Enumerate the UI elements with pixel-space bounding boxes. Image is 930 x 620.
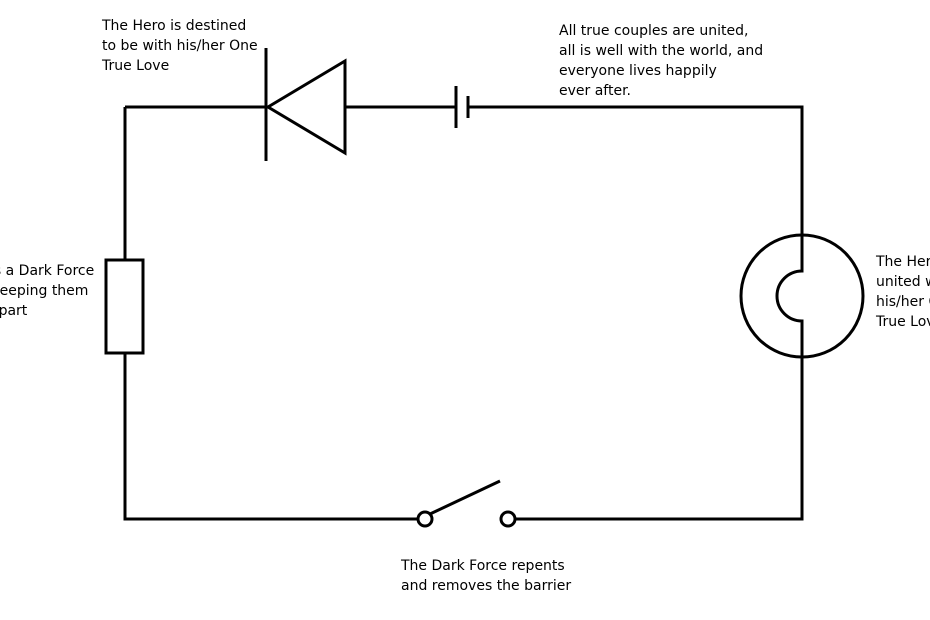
lamp-filament (775, 236, 804, 356)
diode-label: The Hero is destined to be with his/her … (101, 18, 262, 74)
wire-top-right (468, 105, 804, 236)
battery-symbol (454, 86, 470, 128)
switch-symbol (416, 479, 517, 528)
switch-label-line-1: The Dark Force repents (400, 558, 565, 574)
battery-label-line-3: everyone lives happily (559, 63, 717, 79)
resistor-symbol (104, 258, 145, 355)
lamp-symbol (739, 233, 865, 359)
lamp-label-line-4: True Love (875, 314, 930, 330)
lamp-label-line-2: united with (876, 274, 930, 290)
switch-label: The Dark Force repents and removes the b… (400, 558, 571, 594)
switch-contact-left (416, 510, 434, 528)
switch-contact-right (499, 510, 517, 528)
diode-label-line-1: The Hero is destined (101, 18, 246, 34)
lamp-label-line-1: The Hero is (875, 254, 930, 270)
wire-bottom-right (515, 356, 804, 521)
switch-label-line-2: and removes the barrier (401, 578, 571, 594)
diode-symbol (264, 48, 347, 161)
resistor-label-line-2: keeping them (0, 283, 88, 299)
lamp-label: The Hero is united with his/her One True… (875, 254, 930, 330)
diode-label-line-3: True Love (101, 58, 169, 74)
lamp-label-line-3: his/her One (876, 294, 930, 310)
wire-bottom-left (123, 353, 419, 521)
battery-label: All true couples are united, all is well… (559, 23, 768, 99)
battery-label-line-2: all is well with the world, and (559, 43, 763, 59)
battery-label-line-4: ever after. (559, 83, 631, 99)
resistor-label: is a Dark Force keeping them apart (0, 263, 99, 319)
diode-triangle (265, 58, 347, 156)
resistor-label-line-3: apart (0, 303, 28, 319)
battery-label-line-1: All true couples are united, (559, 23, 748, 39)
resistor-label-line-1: is a Dark Force (0, 263, 94, 279)
lamp-circle (739, 233, 865, 359)
switch-lever (429, 479, 501, 516)
diode-label-line-2: to be with his/her One (102, 38, 258, 54)
circuit-wires (123, 105, 804, 521)
